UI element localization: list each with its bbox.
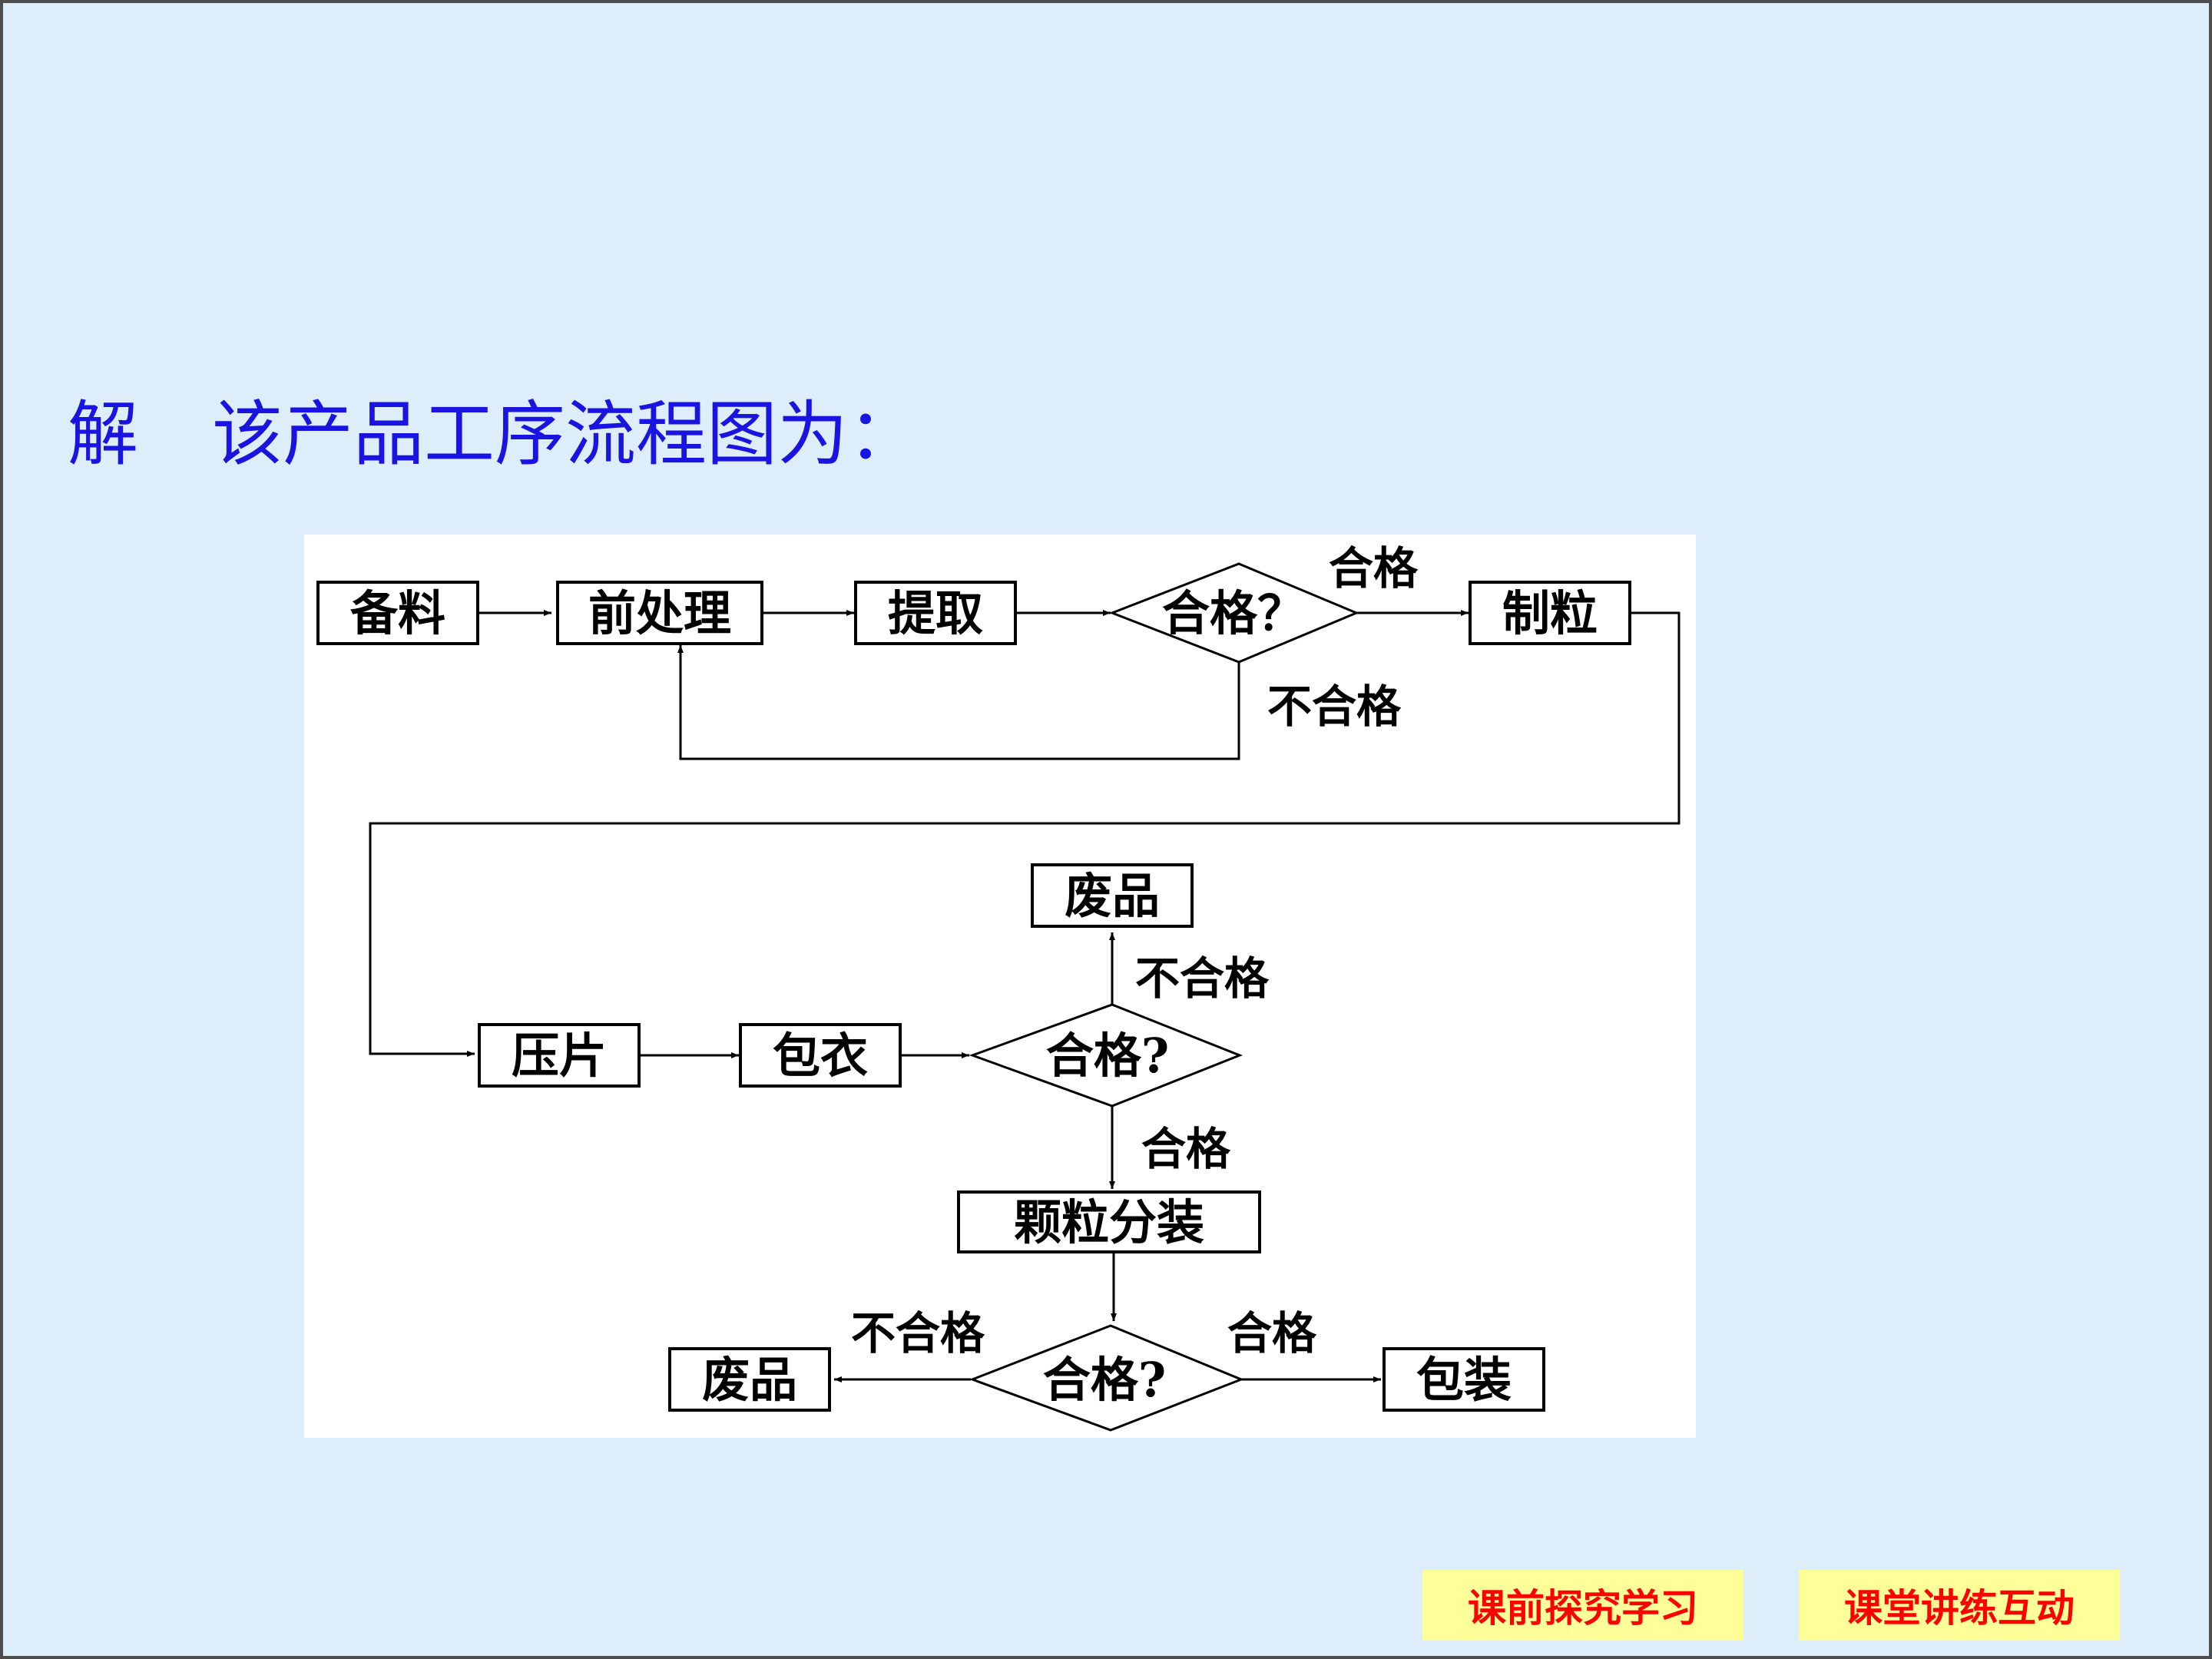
- node-zhili-label: 制粒: [1502, 585, 1598, 641]
- edge-zhili-yapian: [369, 611, 1681, 1057]
- node-check3-label: 合格?: [1043, 1352, 1166, 1408]
- node-beiliao: 备料: [316, 581, 479, 645]
- node-check2-label: 合格?: [1046, 1028, 1169, 1084]
- node-baozhuang: 包装: [1382, 1347, 1545, 1412]
- node-check3: 合格?: [969, 1324, 1245, 1432]
- node-tiqu-label: 提取: [888, 585, 983, 641]
- node-check1-label: 合格？: [1162, 585, 1305, 641]
- node-check2: 合格?: [969, 1003, 1243, 1108]
- node-baozhuang-label: 包装: [1416, 1352, 1512, 1408]
- node-feipin-2-label: 废品: [702, 1352, 797, 1408]
- node-qianchuli: 前处理: [556, 581, 763, 645]
- next-section-button[interactable]: 课堂讲练互动: [1799, 1570, 2120, 1641]
- label-check3-fail: 不合格: [851, 1307, 985, 1359]
- label-check2-fail: 不合格: [1135, 952, 1270, 1005]
- node-baoyi-label: 包衣: [773, 1028, 868, 1084]
- flowchart-panel: 备料 前处理 提取 合格？ 制粒 废品 压片 包衣: [304, 535, 1696, 1438]
- node-yapian-label: 压片: [512, 1028, 607, 1084]
- node-baoyi: 包衣: [739, 1023, 902, 1088]
- node-feipin-1: 废品: [1031, 863, 1194, 928]
- edge-check1-loopback: [677, 645, 1240, 760]
- node-tiqu: 提取: [854, 581, 1017, 645]
- node-feipin-2: 废品: [668, 1347, 831, 1412]
- heading-label: 解: [68, 393, 139, 475]
- heading-text: 该产品工序流程图为：: [212, 393, 919, 475]
- node-zhili: 制粒: [1469, 581, 1631, 645]
- label-check1-fail: 不合格: [1267, 680, 1402, 733]
- node-beiliao-label: 备料: [350, 585, 445, 641]
- label-check1-pass: 合格: [1329, 542, 1419, 594]
- node-feipin-1-label: 废品: [1065, 868, 1160, 924]
- flowchart-svg: 备料 前处理 提取 合格？ 制粒 废品 压片 包衣: [316, 542, 1681, 1432]
- label-check2-pass: 合格: [1141, 1123, 1231, 1175]
- node-keli-label: 颗粒分装: [1014, 1194, 1204, 1250]
- node-keli: 颗粒分装: [957, 1190, 1261, 1253]
- node-qianchuli-label: 前处理: [588, 585, 731, 641]
- prev-section-button[interactable]: 课前探究学习: [1422, 1570, 1743, 1641]
- node-yapian: 压片: [478, 1023, 641, 1088]
- slide-heading: 解该产品工序流程图为：: [68, 399, 919, 470]
- node-check1: 合格？: [1108, 562, 1359, 664]
- label-check3-pass: 合格: [1227, 1307, 1317, 1359]
